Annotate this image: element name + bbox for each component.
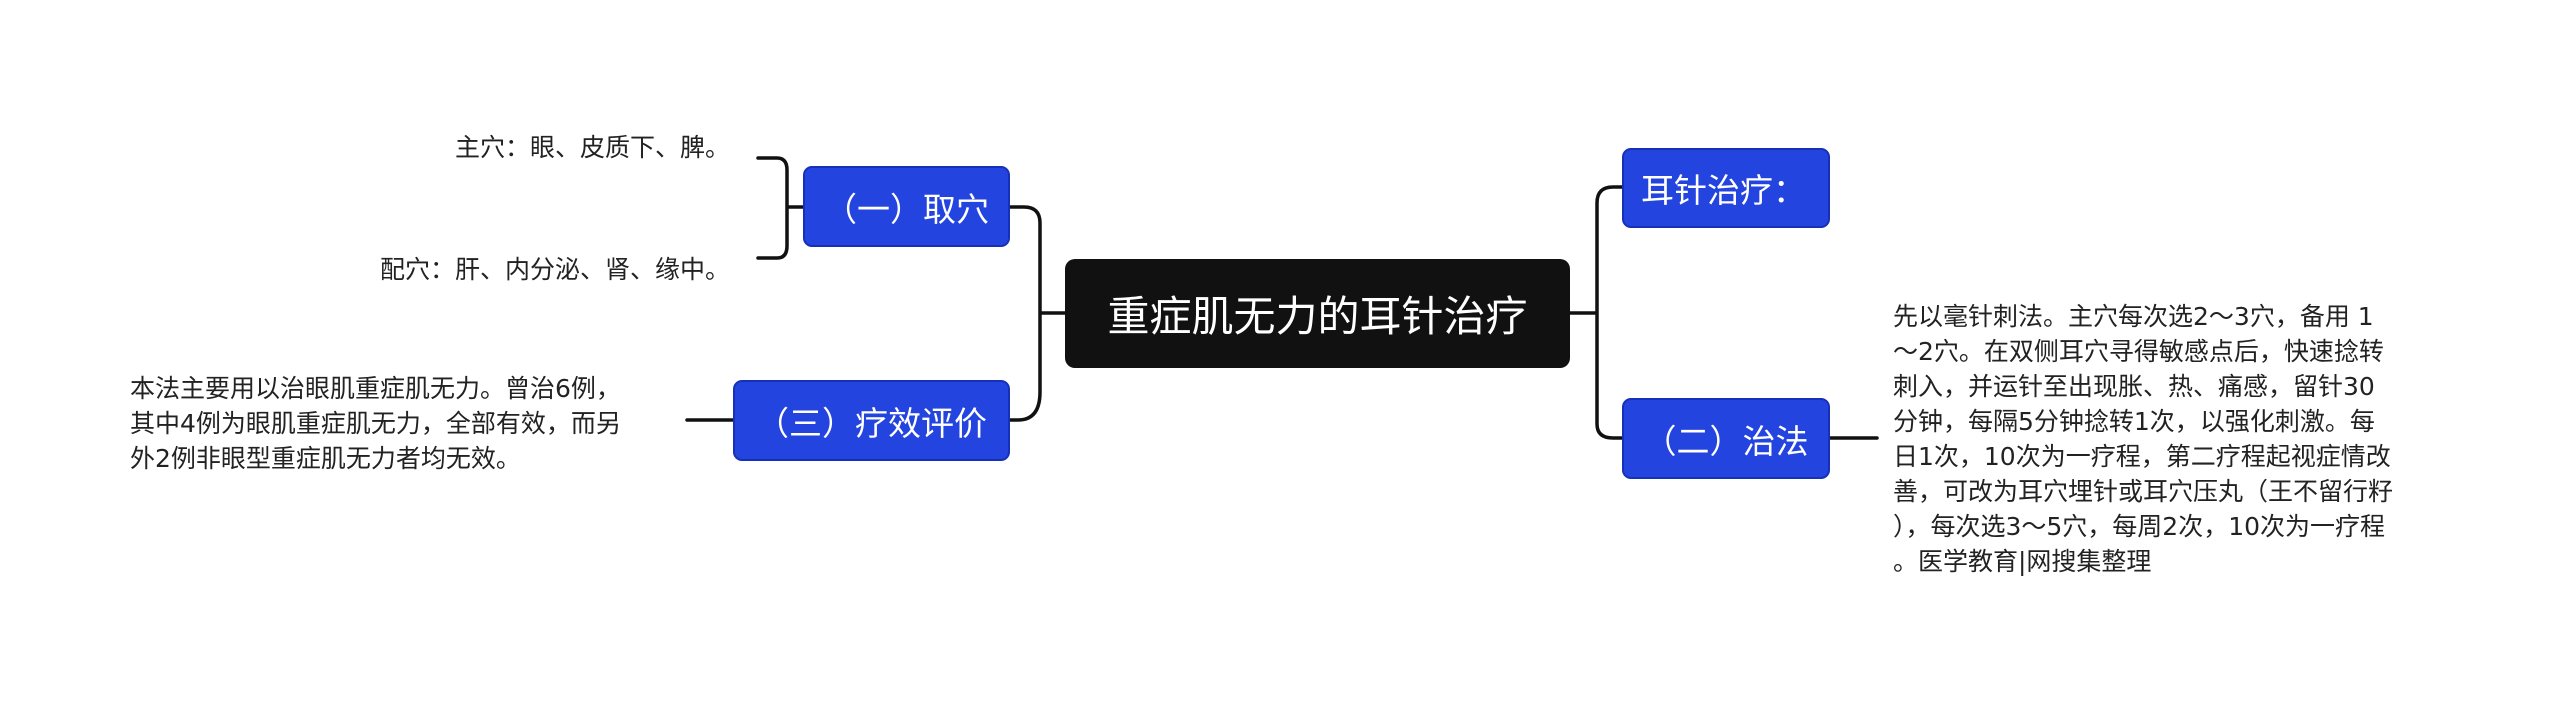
leaf-peixue[interactable]: 配穴：肝、内分泌、肾、缘中。 [380, 252, 730, 287]
leaf-zhifa-line-4: 分钟，每隔5分钟捻转1次，以强化刺激。每 [1893, 407, 2375, 436]
leaf-zhifa-line-2: ～2穴。在双侧耳穴寻得敏感点后，快速捻转 [1893, 337, 2384, 366]
connector-quxue-leaves [756, 156, 805, 260]
branch-quxue-label: （一）取穴 [824, 189, 989, 229]
leaf-zhuxue-text: 主穴：眼、皮质下、脾。 [454, 133, 730, 162]
leaf-peixue-text: 配穴：肝、内分泌、肾、缘中。 [379, 255, 730, 284]
connector-root-left [1008, 205, 1067, 422]
branch-liaoxiao-label: （三）疗效评价 [756, 403, 987, 443]
leaf-liaoxiao-line-2: 其中4例为眼肌重症肌无力，全部有效，而另 [130, 409, 621, 438]
branch-quxue[interactable]: （一）取穴 [803, 166, 1010, 247]
leaf-zhifa-line-1: 先以毫针刺法。主穴每次选2～3穴，备用 1 [1893, 302, 2374, 331]
leaf-liaoxiao[interactable]: 本法主要用以治眼肌重症肌无力。曾治6例， 其中4例为眼肌重症肌无力，全部有效，而… [130, 371, 621, 476]
branch-erzhen-label: 耳针治疗： [1641, 171, 1806, 210]
leaf-zhifa-line-3: 刺入，并运针至出现胀、热、痛感，留针30 [1893, 372, 2375, 401]
connector-root-right [1568, 185, 1624, 440]
root-topic-label: 重症肌无力的耳针治疗 [1107, 292, 1528, 341]
leaf-zhifa-line-7: ），每次选3～5穴，每周2次，10次为一疗程 [1893, 512, 2386, 541]
branch-liaoxiao[interactable]: （三）疗效评价 [733, 380, 1010, 461]
branch-erzhen[interactable]: 耳针治疗： [1622, 148, 1830, 228]
leaf-zhuxue[interactable]: 主穴：眼、皮质下、脾。 [455, 130, 730, 165]
root-topic[interactable]: 重症肌无力的耳针治疗 [1065, 259, 1570, 368]
branch-zhifa[interactable]: （二）治法 [1622, 398, 1830, 479]
leaf-liaoxiao-line-1: 本法主要用以治眼肌重症肌无力。曾治6例， [130, 374, 621, 403]
leaf-zhifa-line-6: 善，可改为耳穴埋针或耳穴压丸（王不留行籽 [1893, 477, 2394, 506]
leaf-liaoxiao-line-3: 外2例非眼型重症肌无力者均无效。 [130, 444, 521, 473]
leaf-zhifa-line-8: 。医学教育|网搜集整理 [1893, 547, 2152, 576]
branch-zhifa-label: （二）治法 [1643, 421, 1809, 461]
leaf-zhifa-line-5: 日1次，10次为一疗程，第二疗程起视症情改 [1893, 442, 2391, 471]
leaf-zhifa[interactable]: 先以毫针刺法。主穴每次选2～3穴，备用 1 ～2穴。在双侧耳穴寻得敏感点后，快速… [1893, 299, 2393, 579]
